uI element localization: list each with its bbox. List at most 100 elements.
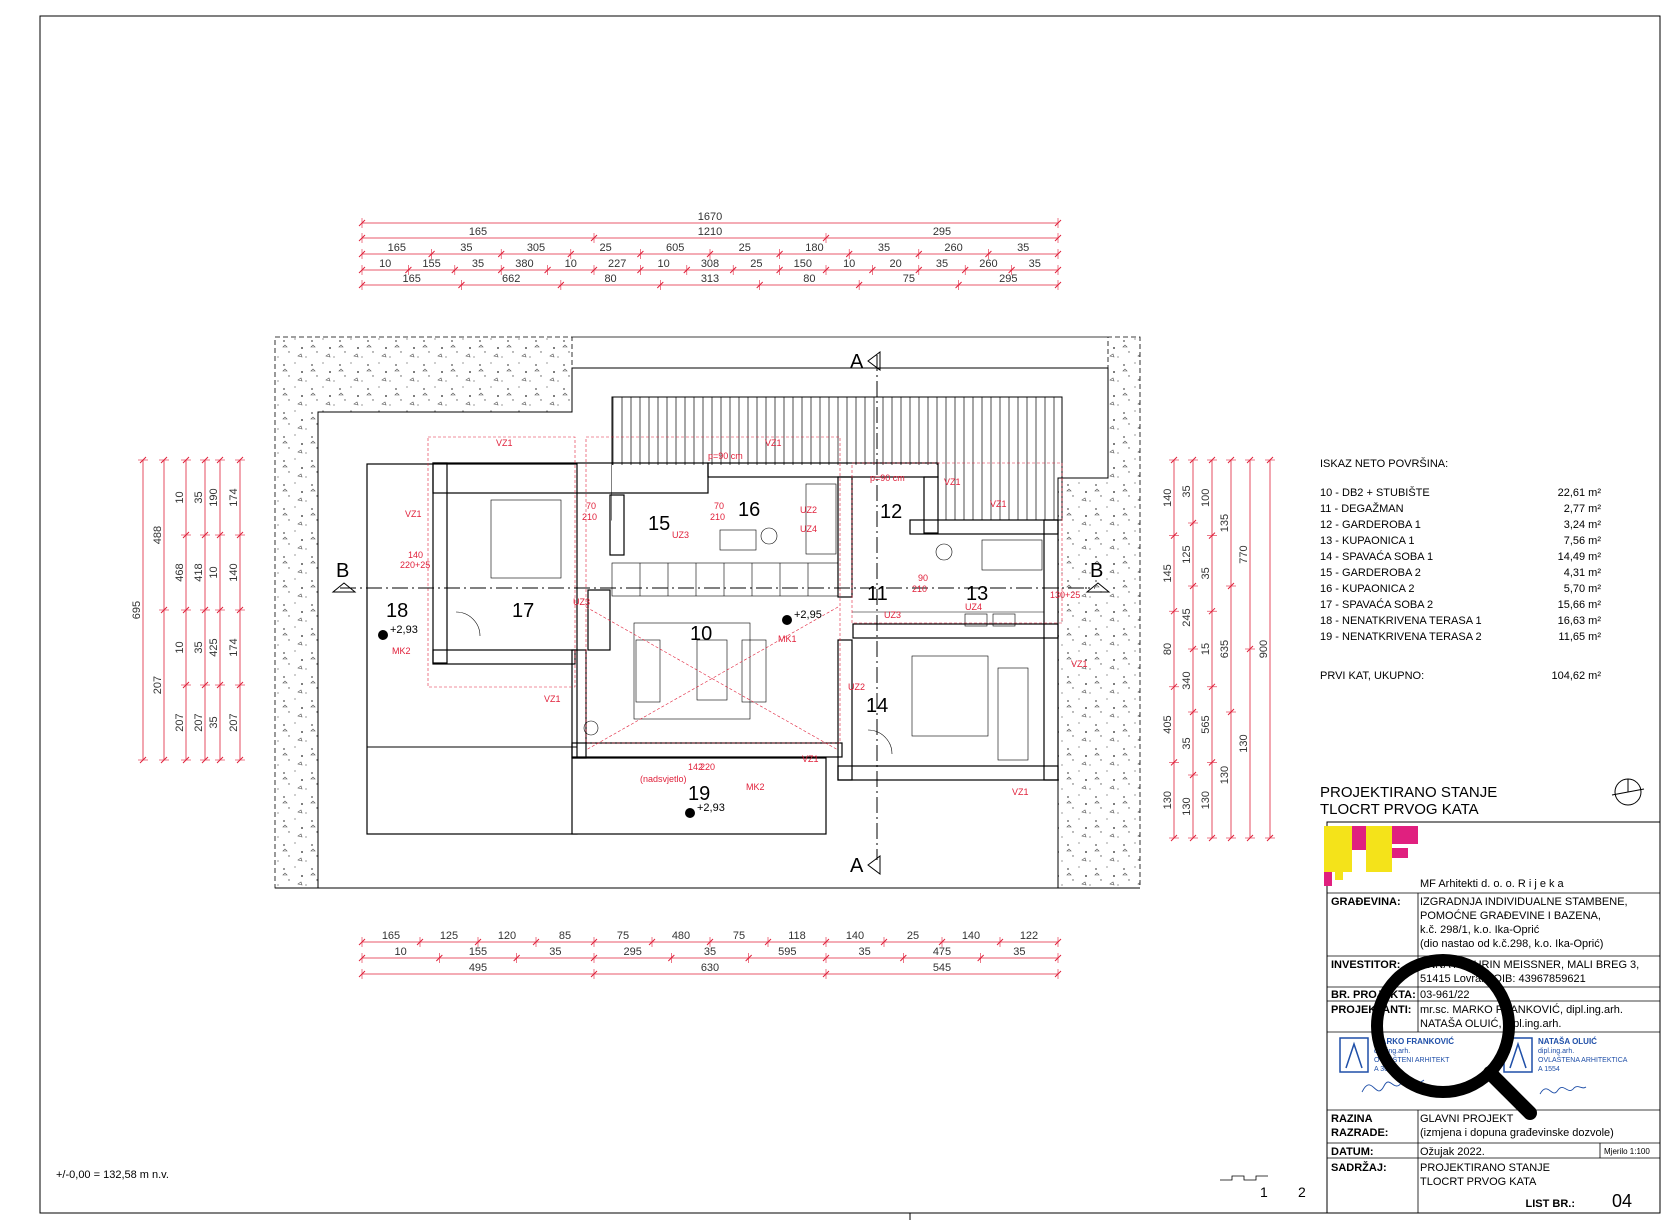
elevation-marker-19: +2,93	[685, 802, 725, 818]
scale-label-1: 1	[1260, 1184, 1268, 1200]
room-15: 15	[648, 513, 670, 535]
dimension-value: 480	[672, 930, 690, 942]
tag: (nadsvjetlo)	[640, 774, 687, 784]
br-projekta: 03-961/22	[1420, 989, 1470, 1001]
room-19: 19	[688, 783, 710, 805]
tag: VZ1	[944, 477, 961, 487]
area-row-value: 2,77 m²	[1564, 503, 1602, 515]
tag: UZ3	[672, 530, 689, 540]
section-arrow-icon	[331, 582, 357, 593]
area-row-value: 7,56 m²	[1564, 535, 1602, 547]
dimension-row: 1670	[358, 211, 1062, 228]
projektanti-line1: mr.sc. MARKO FRANKOVIĆ, dipl.ing.arh.	[1420, 1003, 1623, 1016]
stamp-oluic: NATAŠA OLUIĆ dipl.ing.arh. OVLAŠTENA ARH…	[1503, 1037, 1628, 1095]
svg-text:dipl.ing.arh.: dipl.ing.arh.	[1374, 1048, 1410, 1055]
dimension-value: 35	[1181, 737, 1193, 749]
section-a-label-top: A	[850, 351, 864, 373]
dimension-value: 207	[152, 676, 164, 694]
tag: UZ3	[884, 610, 901, 620]
area-total-label: PRVI KAT, UKUPNO:	[1320, 670, 1424, 682]
elevation-marker-icon	[378, 630, 388, 640]
dimension-value: 150	[794, 258, 812, 270]
dimension-value: 418	[193, 563, 205, 581]
dimension-value: 635	[1219, 640, 1231, 658]
dimension-value: 75	[617, 930, 629, 942]
area-total-value: 104,62 m²	[1551, 670, 1601, 682]
dimension-value: 295	[623, 946, 641, 958]
dimension-value: 125	[440, 930, 458, 942]
dimension-value: 305	[527, 242, 545, 254]
room-17: 17	[512, 600, 534, 622]
tag: VZ1	[544, 694, 561, 704]
sadrzaj-line2: TLOCRT PRVOG KATA	[1420, 1176, 1537, 1188]
sadrzaj-label: SADRŽAJ:	[1331, 1161, 1387, 1174]
section-marker-a-bottom: A	[850, 855, 881, 877]
sheet-border	[39, 15, 1661, 1214]
dimension-value: 165	[403, 273, 421, 285]
dimension-value: 35	[1200, 567, 1212, 579]
dimension-value: 140	[228, 563, 240, 581]
area-row-value: 16,63 m²	[1558, 615, 1602, 627]
dimension-value: 140	[846, 930, 864, 942]
tag: UZ4	[800, 524, 817, 534]
elevation-marker-10: +2,95	[782, 609, 822, 625]
dimension-value: 100	[1200, 489, 1212, 507]
company-name: MF Arhitekti d. o. o. R i j e k a	[1420, 878, 1565, 890]
investitor-line2: 51415 Lovran, OIB: 43967859621	[1420, 973, 1586, 985]
razina-label-2: RAZRADE:	[1331, 1127, 1388, 1139]
terrace-19	[571, 757, 827, 835]
svg-text:A 1554: A 1554	[1538, 1066, 1560, 1073]
section-marker-a-top: A	[850, 351, 881, 373]
area-row-name: 15 - GARDEROBA 2	[1320, 567, 1421, 579]
dimension-value: 10	[208, 566, 220, 578]
mjerilo: Mjerilo 1:100	[1604, 1147, 1650, 1156]
terrace-18	[366, 463, 578, 835]
svg-text:+2,95: +2,95	[794, 609, 822, 621]
dimension-value: 155	[469, 946, 487, 958]
tag: 70	[714, 501, 724, 511]
dimension-value: 130	[1238, 734, 1250, 752]
dimension-value: 1210	[698, 226, 722, 238]
dimension-value: 122	[1020, 930, 1038, 942]
investitor-label: INVESTITOR:	[1331, 959, 1400, 971]
dimension-value: 227	[608, 258, 626, 270]
dimension-value: 35	[1013, 946, 1025, 958]
dimension-value: 75	[733, 930, 745, 942]
dimension-column: 900	[1258, 456, 1275, 842]
dimension-value: 207	[228, 713, 240, 731]
svg-text:MARKO FRANKOVIĆ: MARKO FRANKOVIĆ	[1374, 1037, 1454, 1046]
tag: VZ1	[1071, 659, 1088, 669]
dimension-value: 35	[549, 946, 561, 958]
dimension-value: 20	[889, 258, 901, 270]
elevation-marker-icon	[782, 615, 792, 625]
gradevina-line2: POMOĆNE GRAĐEVINE I BAZENA,	[1420, 909, 1601, 922]
tag: VZ1	[1012, 787, 1029, 797]
projektanti-label: PROJEKTANTI:	[1331, 1004, 1411, 1016]
tag: 130+25	[1050, 590, 1080, 600]
area-row-name: 12 - GARDEROBA 1	[1320, 519, 1421, 531]
svg-text:dipl.ing.arh.: dipl.ing.arh.	[1538, 1048, 1574, 1055]
razina-line2: (izmjena i dopuna građevinske dozvole)	[1420, 1127, 1614, 1139]
dimension-value: 10	[657, 258, 669, 270]
dimension-value: 313	[701, 273, 719, 285]
dimension-value: 308	[701, 258, 719, 270]
gradevina-line3: k.č. 298/1, k.o. Ika-Oprić	[1420, 924, 1540, 936]
tag: VZ1	[990, 499, 1007, 509]
magnifier-icon[interactable]	[1371, 954, 1537, 1120]
tag: MK1	[778, 634, 797, 644]
sheet-heading-line1: PROJEKTIRANO STANJE	[1320, 784, 1497, 801]
dimension-value: 295	[999, 273, 1017, 285]
